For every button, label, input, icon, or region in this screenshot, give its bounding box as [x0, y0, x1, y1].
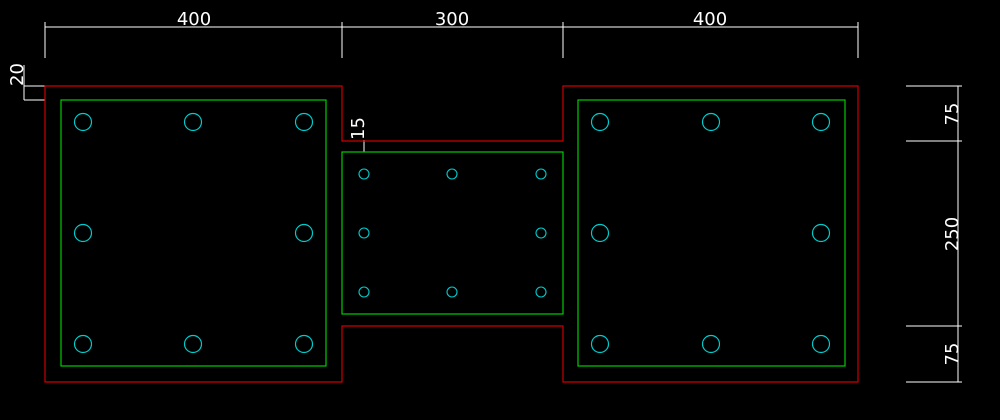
rebar [73, 334, 93, 354]
cover-dimension-left-label: 20 [7, 63, 28, 86]
rebar-group-middle [358, 168, 547, 298]
rebar [535, 227, 547, 239]
rebar [446, 168, 458, 180]
rebar-cage-left [60, 99, 327, 367]
rebar [535, 286, 547, 298]
rebar [294, 223, 314, 243]
top-dimension-right: 400 [693, 9, 727, 30]
rebar [294, 334, 314, 354]
rebar [811, 334, 831, 354]
rebar [358, 286, 370, 298]
concrete-outline [44, 85, 859, 383]
rebar [701, 112, 721, 132]
side-dimension-top: 75 [942, 103, 963, 126]
top-dimension-line [44, 22, 859, 58]
side-dimension-line [906, 85, 962, 383]
rebar [73, 112, 93, 132]
rebar [446, 286, 458, 298]
rebar-group-left [73, 112, 314, 354]
rebar-group-right [590, 112, 831, 354]
rebar [701, 334, 721, 354]
rebar [358, 227, 370, 239]
cover-dimension-middle [360, 140, 368, 153]
cover-dimension-middle-label: 15 [348, 117, 369, 140]
rebar [183, 112, 203, 132]
rebar [294, 112, 314, 132]
rebar [535, 168, 547, 180]
rebar [358, 168, 370, 180]
rebar [811, 223, 831, 243]
rebar-cage-middle [341, 151, 564, 315]
rebar [73, 223, 93, 243]
side-dimension-middle: 250 [942, 217, 963, 251]
rebar [590, 112, 610, 132]
side-dimension-bottom: 75 [942, 343, 963, 366]
rebar [183, 334, 203, 354]
rebar [811, 112, 831, 132]
rebar-cage-right [577, 99, 846, 367]
rebar [590, 223, 610, 243]
top-dimension-middle: 300 [435, 9, 469, 30]
top-dimension-left: 400 [177, 9, 211, 30]
rebar [590, 334, 610, 354]
cover-dimension-left [23, 65, 45, 101]
